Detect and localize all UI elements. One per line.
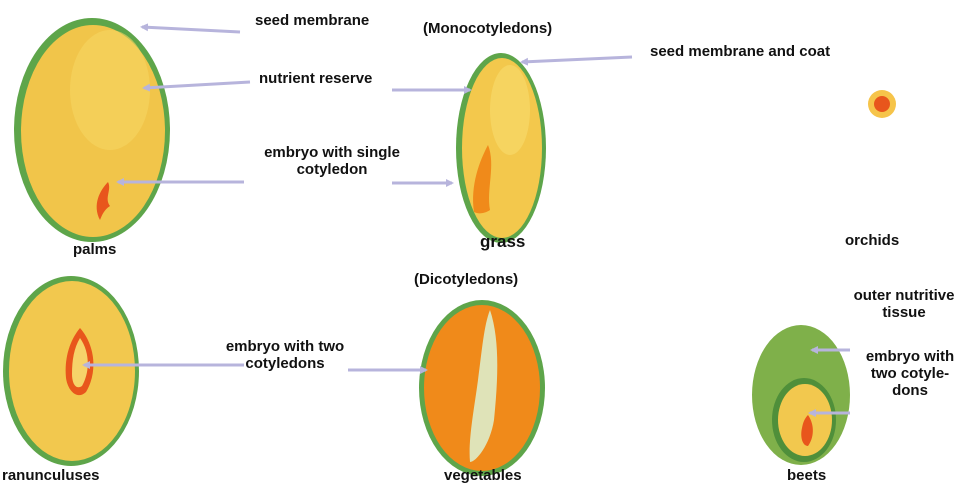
label-palms: palms	[73, 241, 116, 258]
label-outer-nutritive-line2: tissue	[832, 304, 976, 321]
label-vegetables: vegetables	[444, 467, 522, 484]
label-seed-membrane: seed membrane	[255, 12, 369, 29]
label-beet-embryo-line2: two cotyle-	[848, 365, 972, 382]
label-grass: grass	[480, 232, 525, 251]
label-embryo-single: embryo with single cotyledon	[232, 144, 432, 178]
label-orchids: orchids	[845, 232, 899, 249]
palm-seed	[14, 18, 170, 242]
label-beet-embryo-line3: dons	[848, 382, 972, 399]
label-beet-embryo-line1: embryo with	[848, 348, 972, 365]
arrow-seed-membrane	[142, 27, 240, 32]
label-embryo-single-line2: cotyledon	[232, 161, 432, 178]
label-beet-embryo: embryo with two cotyle- dons	[848, 348, 972, 399]
label-ranunculuses: ranunculuses	[2, 467, 100, 484]
label-outer-nutritive: outer nutritive tissue	[832, 287, 976, 321]
label-beets: beets	[787, 467, 826, 484]
ranunculus-seed	[3, 276, 139, 466]
vegetable-seed	[419, 300, 545, 476]
label-embryo-two-line2: cotyledons	[195, 355, 375, 372]
orchid-seed	[868, 90, 896, 118]
label-embryo-two: embryo with two cotyledons	[195, 338, 375, 372]
arrow-seed-coat-grass	[522, 57, 632, 62]
grass-seed	[456, 53, 546, 243]
label-nutrient-reserve: nutrient reserve	[259, 70, 372, 87]
label-dicotyledons: (Dicotyledons)	[414, 271, 518, 288]
label-monocotyledons: (Monocotyledons)	[423, 20, 552, 37]
beet-seed	[752, 325, 850, 465]
label-outer-nutritive-line1: outer nutritive	[832, 287, 976, 304]
label-seed-membrane-coat: seed membrane and coat	[650, 43, 830, 60]
label-embryo-two-line1: embryo with two	[195, 338, 375, 355]
label-embryo-single-line1: embryo with single	[232, 144, 432, 161]
grass-seed-highlight	[490, 65, 530, 155]
palm-seed-highlight	[70, 30, 150, 150]
orchid-seed-embryo	[874, 96, 890, 112]
